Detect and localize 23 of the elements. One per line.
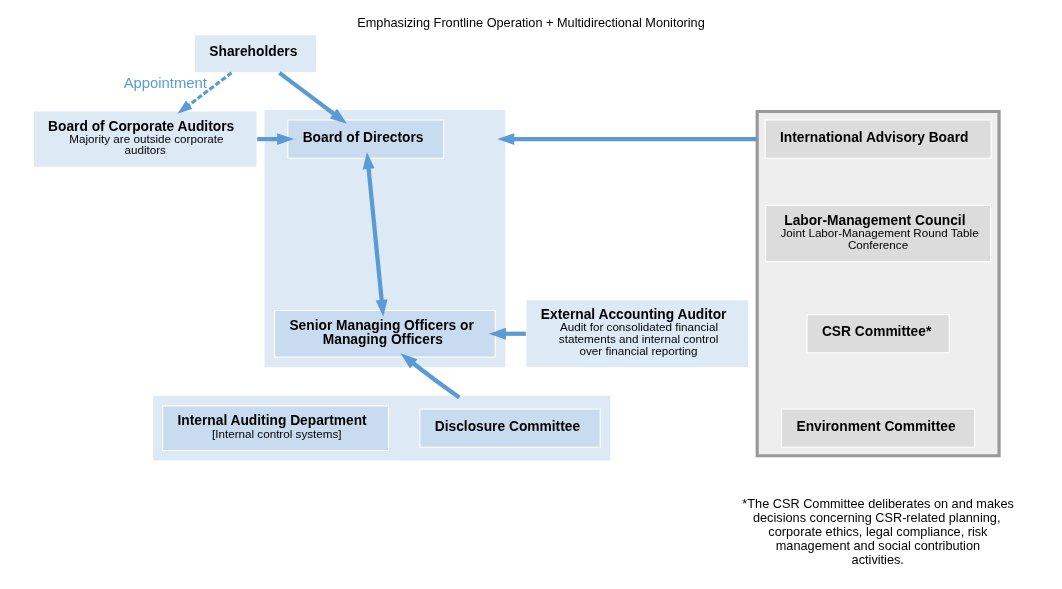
node-box: Board of Corporate Auditors Majority are outside corporate auditors: [32, 110, 258, 168]
arrow: [177, 71, 233, 114]
node-box: Labor-Management Council Joint Labor-Management Round Table Conference: [765, 204, 992, 263]
arrow: [257, 133, 295, 146]
node-box: International Advisory Board: [764, 119, 992, 159]
node-box: Senior Managing Officers or Managing Officers: [274, 309, 496, 358]
node-box: Internal Auditing Department [Internal control systems]: [162, 405, 390, 451]
arrow: [400, 353, 461, 400]
arrow: [488, 327, 526, 340]
arrow: [278, 71, 348, 124]
arrow: [362, 151, 388, 317]
diagram-title: Emphasizing Frontline Operation + Multidirectional Monitoring: [357, 14, 705, 30]
node-box: Disclosure Committee: [419, 408, 601, 448]
node-box: Board of Directors: [287, 119, 445, 159]
cluster: [755, 109, 1001, 458]
edge-label: Appointment: [123, 74, 208, 91]
cluster: [153, 395, 611, 461]
node-box: Shareholders: [193, 34, 317, 74]
arrow: [497, 133, 758, 146]
node-box: External Accounting Auditor Audit for consolidated financial statements and internal control over financial reporting: [525, 299, 750, 369]
node-box: Environment Committee: [781, 408, 976, 448]
node-box: CSR Committee*: [806, 314, 950, 354]
label: *The CSR Committee deliberates on and makes decisions concerning CSR-related planning, corporate ethics, legal compliance, risk management and social contribution activities.: [742, 496, 1014, 567]
